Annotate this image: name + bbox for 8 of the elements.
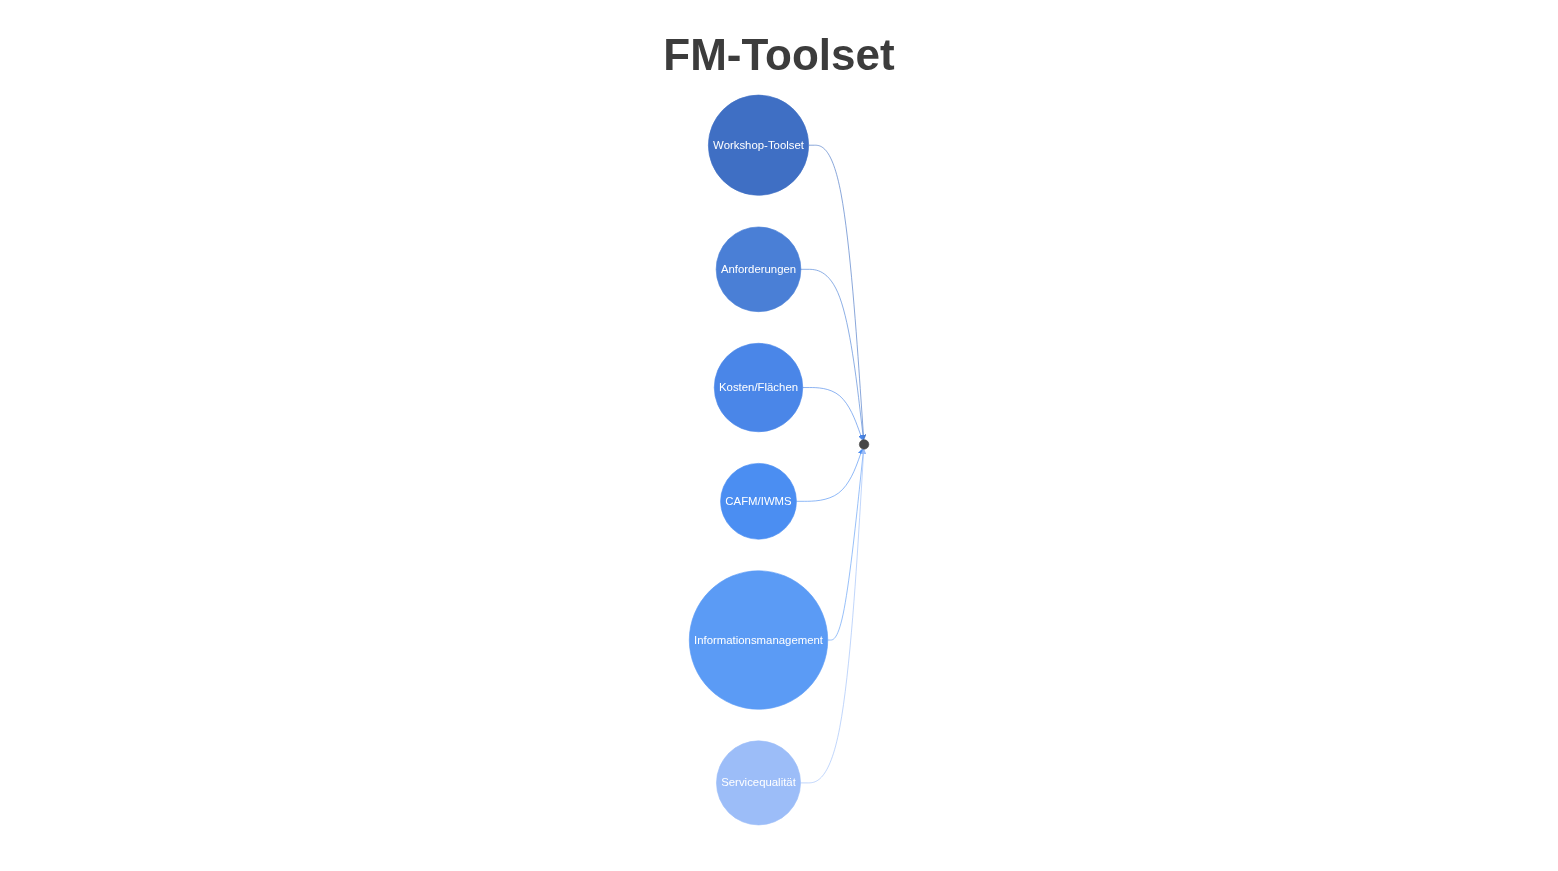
node-circle: Anforderungen xyxy=(715,226,802,312)
node-circle: Informationsmanagement xyxy=(688,570,828,710)
node-circle: Workshop-Toolset xyxy=(708,94,809,196)
node-circle: Servicequalität xyxy=(716,740,801,826)
node-circle: Kosten/Flächen xyxy=(713,342,804,433)
diagram-title: FM-Toolset xyxy=(662,30,896,80)
node-circle xyxy=(858,439,870,450)
node-circle: CAFM/IWMS xyxy=(720,463,797,540)
